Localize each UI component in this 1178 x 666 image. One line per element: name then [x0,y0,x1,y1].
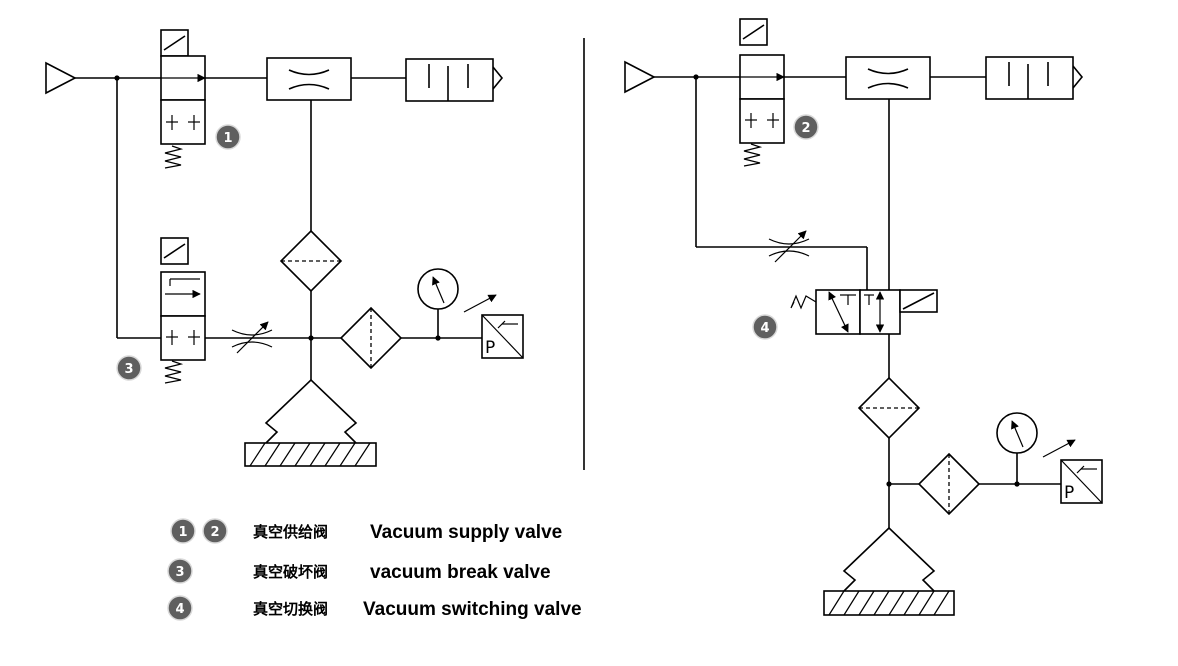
badge-1: 1 [215,124,241,150]
legend-en-switch: Vacuum switching valve [363,599,582,620]
svg-text:2: 2 [801,121,810,136]
svg-text:4: 4 [175,602,184,617]
vacuum-filter-right [857,376,921,440]
vacuum-break-valve-3 [160,237,206,384]
legend-badge-2: 2 [202,518,228,544]
legend-zh-supply: 真空供给阀 [253,523,328,541]
legend-row-break: 3 真空破坏阀 vacuum break valve [167,558,551,584]
ejector-left [266,57,352,101]
vacuum-supply-valve-1 [160,29,206,169]
pressure-switch-left: P [463,294,524,359]
pressure-switch-right: P [1042,439,1103,504]
suction-cup-right [842,527,936,592]
svg-text:1: 1 [223,131,232,146]
air-source-triangle [45,61,77,95]
workpiece-right [823,590,955,616]
vacuum-gauge-left [417,268,459,310]
svg-text:1: 1 [178,525,187,540]
badge-4: 4 [752,314,778,340]
svg-text:2: 2 [210,525,219,540]
vacuum-supply-valve-2 [739,18,785,167]
throttle-valve-left [231,321,273,354]
vacuum-gauge-right [996,412,1038,454]
legend-badge-4: 4 [167,595,193,621]
right-circuit: P 2 4 [624,18,1103,616]
vacuum-switching-valve-4 [790,289,938,335]
throttle-valve-right [768,230,810,263]
legend-zh-switch: 真空切换阀 [253,600,328,618]
legend-badge-3: 3 [167,558,193,584]
workpiece-left [244,442,377,467]
legend-row-switch: 4 真空切换阀 Vacuum switching valve [167,595,582,621]
vacuum-filter-left [279,229,343,293]
ejector-right [845,56,931,100]
badge-3: 3 [116,355,142,381]
svg-text:4: 4 [760,321,769,336]
svg-text:3: 3 [175,565,184,580]
pressure-switch-label: P [485,338,495,358]
left-circuit: P 1 3 [45,29,524,467]
silencer-left [405,58,504,102]
air-source-triangle-right [624,60,656,94]
suction-cup-left [264,379,358,444]
pressure-switch-label-right: P [1064,483,1074,503]
filter-left-2 [339,306,403,370]
svg-text:3: 3 [124,362,133,377]
legend: 1 2 真空供给阀 Vacuum supply valve 3 真空破坏阀 va… [167,518,582,621]
legend-en-break: vacuum break valve [370,562,551,583]
legend-row-supply: 1 2 真空供给阀 Vacuum supply valve [170,518,562,544]
legend-zh-break: 真空破坏阀 [253,563,328,581]
filter-right-2 [917,452,981,516]
legend-badge-1: 1 [170,518,196,544]
legend-en-supply: Vacuum supply valve [370,522,562,543]
badge-2: 2 [793,114,819,140]
silencer-right [985,56,1084,100]
